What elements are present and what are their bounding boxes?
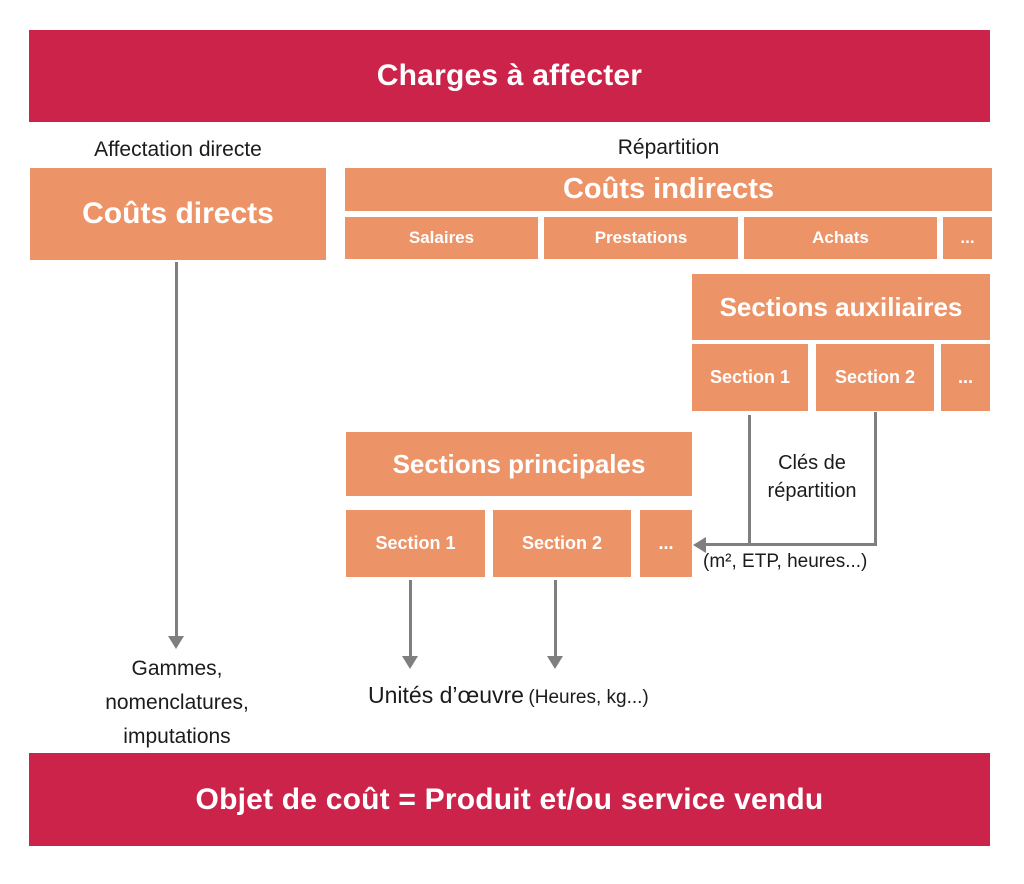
- arrow-down-icon: [547, 656, 563, 669]
- direct-costs-box: Coûts directs: [30, 168, 326, 260]
- work-units-label: Unités d’œuvre (Heures, kg...): [368, 682, 649, 709]
- main-section-2: Section 2: [493, 510, 631, 577]
- top-banner-label: Charges à affecter: [376, 59, 643, 92]
- indirect-costs-header: Coûts indirects: [345, 168, 992, 211]
- direct-result-line1: Gammes,: [131, 657, 223, 680]
- allocation-keys-line2: répartition: [767, 480, 857, 502]
- bottom-banner: Objet de coût = Produit et/ou service ve…: [29, 753, 990, 846]
- direct-result-label: Gammes, nomenclatures, imputations: [77, 652, 277, 754]
- indirect-item-more: ...: [943, 217, 992, 259]
- allocation-keys-line1: Clés de: [778, 452, 846, 474]
- direct-result-line2: nomenclatures,: [105, 691, 249, 714]
- allocation-keys-examples: (m², ETP, heures...): [703, 551, 868, 572]
- work-units-examples: (Heures, kg...): [528, 687, 649, 708]
- indirect-branch-label: Répartition: [617, 136, 720, 159]
- direct-result-line3: imputations: [123, 725, 231, 748]
- main-sections-header: Sections principales: [346, 432, 692, 496]
- bottom-banner-label: Objet de coût = Produit et/ou service ve…: [195, 782, 824, 816]
- direct-branch-label: Affectation directe: [94, 138, 262, 161]
- indirect-item-salaires: Salaires: [345, 217, 538, 259]
- main-section-more: ...: [640, 510, 692, 577]
- aux-section-more: ...: [941, 344, 990, 411]
- connector-line-main-s1: [409, 580, 412, 657]
- aux-section-1: Section 1: [692, 344, 808, 411]
- arrow-left-icon: [693, 537, 706, 553]
- aux-section-2: Section 2: [816, 344, 934, 411]
- connector-line-direct: [175, 262, 178, 637]
- main-section-1: Section 1: [346, 510, 485, 577]
- arrow-down-icon: [402, 656, 418, 669]
- connector-line-aux-s1: [748, 415, 751, 546]
- connector-line-allocation: [706, 543, 877, 546]
- connector-line-main-s2: [554, 580, 557, 657]
- connector-line-aux-s2: [874, 412, 877, 546]
- aux-sections-header: Sections auxiliaires: [692, 274, 990, 340]
- arrow-down-icon: [168, 636, 184, 649]
- allocation-keys-label: Clés de répartition: [737, 449, 887, 505]
- top-banner: Charges à affecter: [29, 30, 990, 122]
- indirect-item-prestations: Prestations: [544, 217, 738, 259]
- work-units-main: Unités d’œuvre: [368, 682, 524, 708]
- indirect-item-achats: Achats: [744, 217, 937, 259]
